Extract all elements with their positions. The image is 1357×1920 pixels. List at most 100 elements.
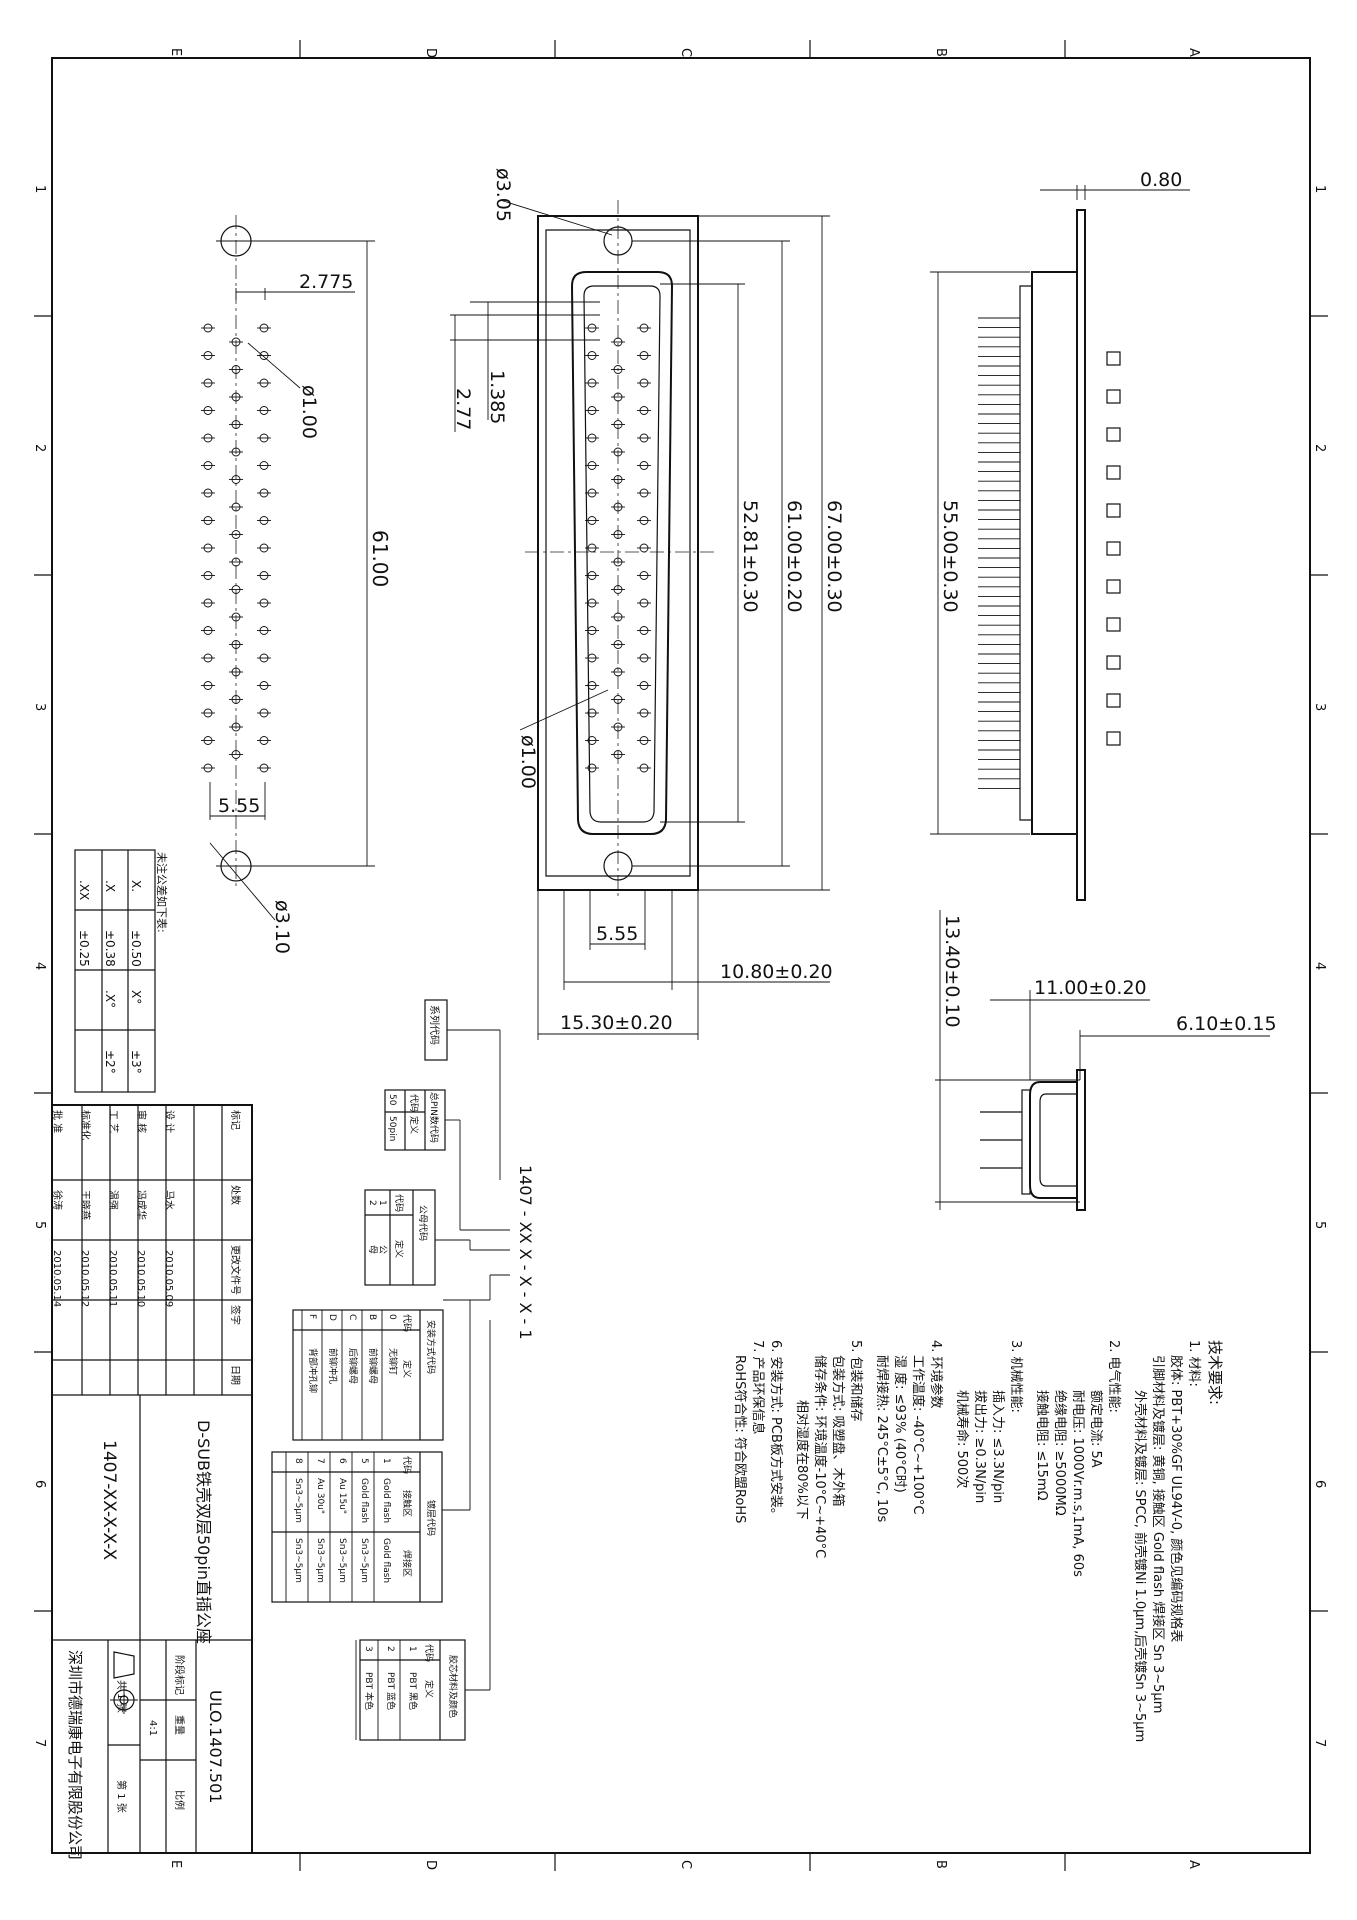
- tech-line: 7. 产品环保信息: [750, 1340, 766, 1435]
- dim-6700: 67.00±0.30: [823, 500, 845, 613]
- zone-letter-top-5: A: [1186, 48, 1201, 57]
- lock-row-def: 前铆冲孔: [327, 1348, 339, 1384]
- gender-h1: 代码: [393, 1194, 404, 1212]
- tech-line: 引脚材料及镀层: 黄铜, 接触区 Gold flash 焊接区 Sn 3~5μm: [1150, 1355, 1166, 1713]
- side-flange: [1076, 209, 1086, 901]
- tech-line: RoHS符合性: 符合欧盟RoHS: [732, 1355, 748, 1523]
- footprint-pin-grid: [201, 323, 271, 773]
- front-shell-inner: [545, 229, 691, 877]
- pins-table-def: 50pin: [387, 1116, 397, 1141]
- tech-line: 接触电阻: ≤15mΩ: [1034, 1390, 1050, 1501]
- tech-line: 1. 材料:: [1186, 1340, 1201, 1387]
- zone-number-left-1: 1: [32, 185, 47, 193]
- tol-r1c1: X.: [129, 880, 143, 892]
- drawing-number: ULO.1407.501: [206, 1690, 225, 1803]
- material-h1: 代码: [423, 1644, 434, 1662]
- end-view-body: [1029, 1081, 1077, 1199]
- gender-r1c: 1: [377, 1200, 387, 1206]
- gender-table-title: 公母代码: [417, 1205, 428, 1241]
- zone-letter-bottom-3: C: [678, 1860, 693, 1869]
- drawing-part-number: 1407-XX-X-X-X: [99, 1440, 119, 1560]
- part-number-code: 1407 - XX X - X - X - 1: [516, 1165, 535, 1340]
- zone-number-left-4: 4: [32, 962, 47, 970]
- zone-number-right-1: 1: [1312, 185, 1327, 193]
- dim-1530: 15.30±0.20: [560, 1012, 673, 1034]
- title-block-date: 2010.05.12: [79, 1250, 90, 1307]
- plating-row-solder: Sn3~5μm: [359, 1538, 369, 1583]
- dim-dia-310: ø3.10: [271, 900, 293, 954]
- material-row-code: 1: [407, 1646, 417, 1652]
- lock-h1: 代码: [401, 1314, 412, 1332]
- tech-line: 湿 度: ≤93% (40°C时): [892, 1355, 908, 1493]
- dim-dia-305: ø3.05: [492, 168, 514, 222]
- lock-row-def: 后铆螺母: [347, 1348, 359, 1384]
- tol-r2c1: .X: [103, 880, 117, 892]
- contact-window: [1106, 541, 1121, 556]
- title-block-date: 2010.05.11: [107, 1250, 118, 1307]
- d-shaped-shell: [570, 271, 674, 835]
- lock-row-code: 0: [387, 1314, 397, 1320]
- title-block-header: 更改文件号: [229, 1245, 242, 1295]
- zone-number-left-5: 5: [32, 1221, 47, 1229]
- pins-table-h2: 定义: [408, 1116, 420, 1134]
- tech-line: 额定电流: 5A: [1088, 1390, 1103, 1468]
- title-block-name: 马水: [163, 1190, 175, 1210]
- technical-requirements: 技术要求: 1. 材料:胶体: PBT+30%GF UL94V-0, 颜色见编码…: [732, 1340, 1224, 1742]
- lock-row-def: 无铆钉: [387, 1348, 399, 1375]
- scale-value: 4:1: [147, 1720, 158, 1736]
- tech-line: 耐电压: 1000Vr.m.s,1mA, 60s: [1070, 1390, 1085, 1577]
- lock-row-def: 前铆螺母: [367, 1348, 379, 1384]
- tol-r1c3: X°: [129, 990, 143, 1004]
- title-block-name: 徐涛: [51, 1190, 64, 1210]
- plating-row-contact: Au 30u": [315, 1478, 325, 1514]
- dim-dia-100-center: ø1.00: [517, 735, 539, 789]
- title-block-date: 2010.05.09: [163, 1250, 174, 1307]
- tech-line: 5. 包装和储存: [848, 1340, 863, 1422]
- side-pin-windows: [1106, 351, 1121, 746]
- tech-line: 机械寿命: 500次: [954, 1390, 970, 1488]
- zone-number-left-3: 3: [32, 703, 47, 711]
- plating-table-title: 镀层代码: [425, 1500, 437, 1536]
- zone-number-left-2: 2: [32, 444, 47, 452]
- tol-r1c4: ±3°: [129, 1050, 143, 1074]
- contact-window: [1106, 579, 1121, 594]
- zone-number-left-6: 6: [32, 1480, 47, 1488]
- title-block-name: 王晓燕: [79, 1190, 91, 1220]
- contact-window: [1106, 351, 1121, 366]
- lock-row-code: D: [327, 1314, 337, 1321]
- tech-line: 耐焊接热: 245°C±5°C, 10s: [874, 1355, 890, 1522]
- plating-row-code: 1: [381, 1458, 391, 1464]
- zone-letter-top-4: B: [933, 48, 948, 57]
- plating-row-contact: Sn3~5μm: [293, 1478, 303, 1523]
- material-row-code: 2: [385, 1646, 395, 1652]
- plating-row-contact: Gold flash: [381, 1478, 391, 1523]
- plating-row-code: 5: [359, 1458, 369, 1464]
- plating-row-code: 7: [315, 1458, 325, 1464]
- dim-277: 2.77: [452, 388, 474, 430]
- zone-letter-top-2: D: [423, 48, 438, 58]
- sheet-number: 第 1 张: [115, 1780, 128, 1813]
- dim-5500: 55.00±0.30: [939, 500, 961, 613]
- pins-table-h1: 代码: [408, 1094, 419, 1112]
- zone-number-right-4: 4: [1312, 962, 1327, 970]
- title-block-date: 2010.05.14: [51, 1250, 62, 1307]
- connector-side-view: 0.80 55.00±0.30: [930, 169, 1190, 901]
- title-block-role: 工 艺: [107, 1110, 119, 1133]
- dim-1340: 13.40±0.10: [941, 915, 963, 1028]
- contact-window: [1106, 465, 1121, 480]
- pcb-footprint-view: 2.775 ø1.00 61.00 5.55 ø3.10: [201, 215, 392, 954]
- lock-row-code: C: [347, 1314, 357, 1320]
- tol-r3c1: .XX: [77, 880, 91, 900]
- zone-number-right-6: 6: [1312, 1480, 1327, 1488]
- zone-number-right-2: 2: [1312, 444, 1327, 452]
- dim-610: 6.10±0.15: [1176, 1013, 1277, 1035]
- dim-555-center: 5.55: [596, 923, 638, 945]
- zone-letter-bottom-4: B: [933, 1860, 948, 1869]
- plating-row-solder: Sn3~5μm: [315, 1538, 325, 1583]
- plating-row-code: 8: [293, 1458, 303, 1464]
- lock-table-title: 安装方式代码: [425, 1320, 437, 1374]
- dim-1385: 1.385: [486, 370, 508, 424]
- contact-window: [1106, 389, 1121, 404]
- title-block-header: 日期: [229, 1365, 241, 1385]
